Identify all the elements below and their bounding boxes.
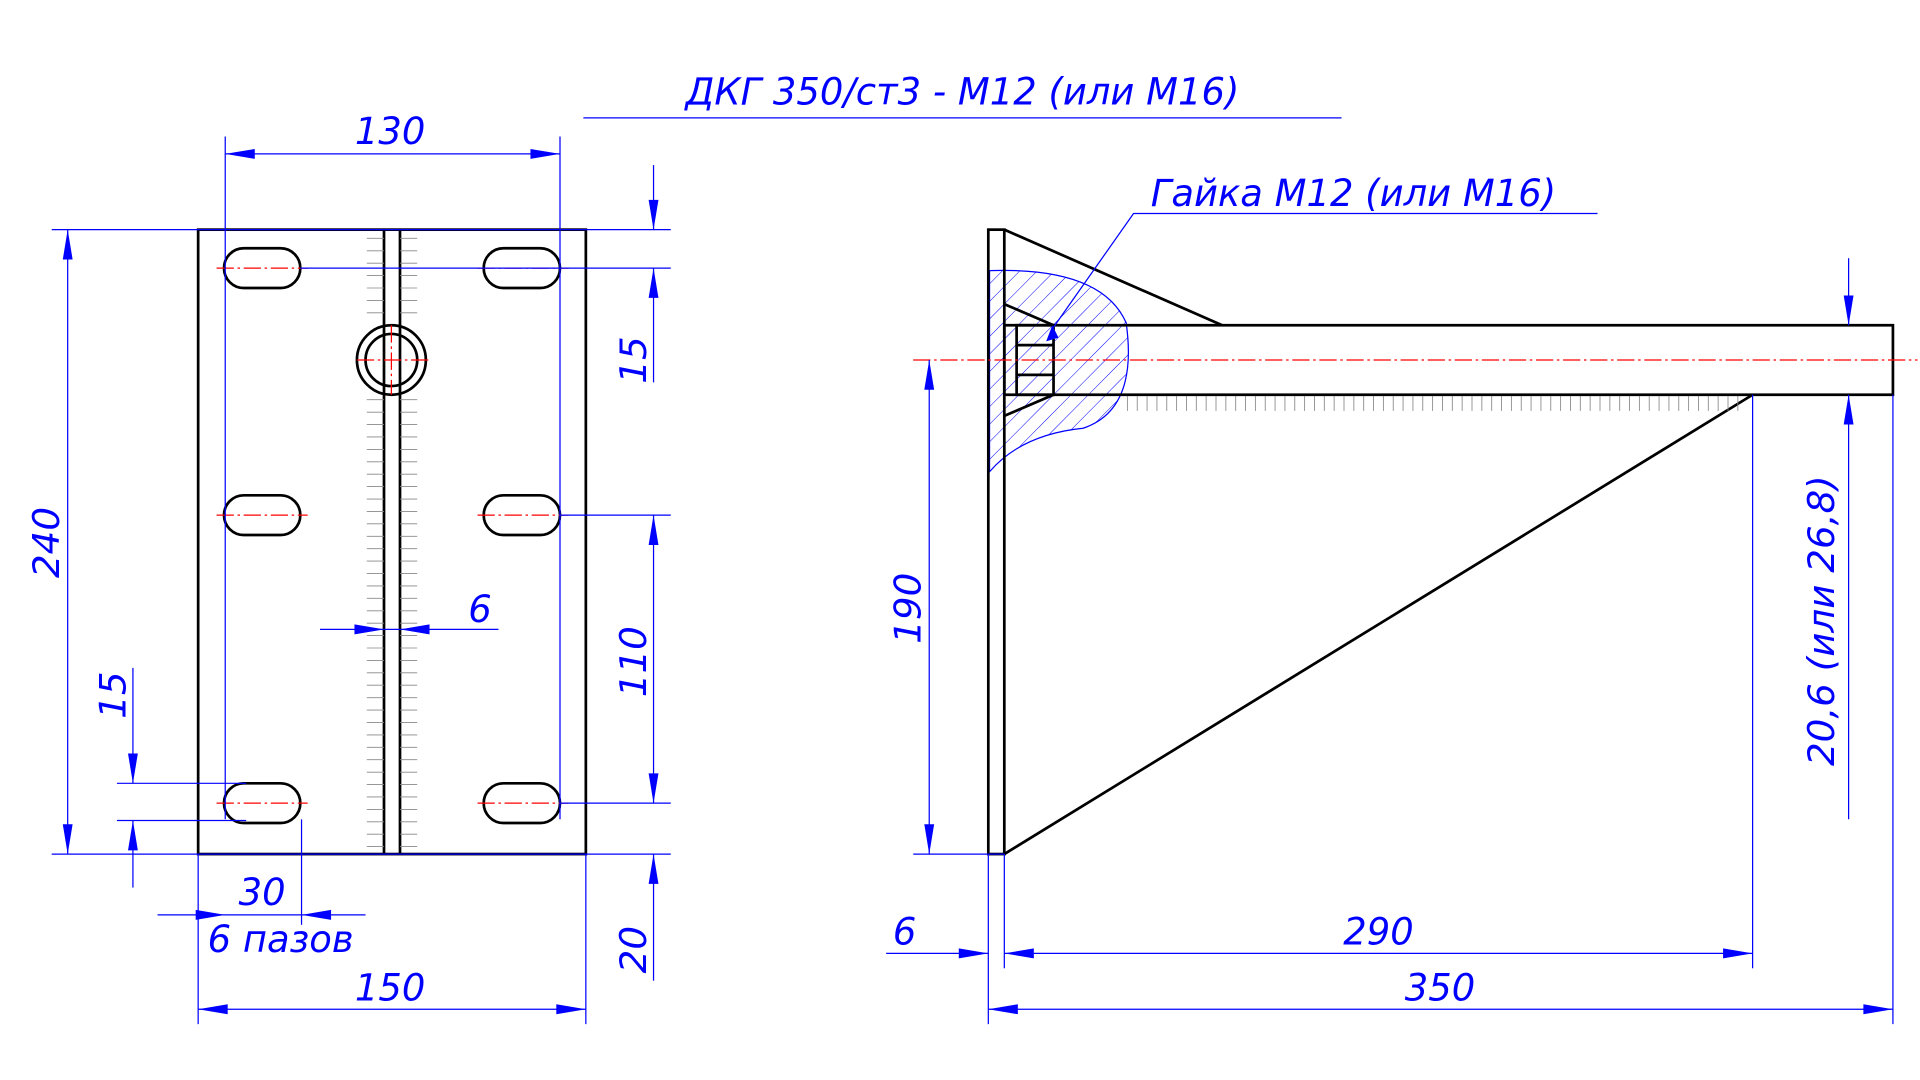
- nut-callout: Гайка М12 (или М16): [1151, 172, 1556, 215]
- nut-leader-line: [1051, 212, 1598, 330]
- base-plate-outline: [196, 228, 588, 856]
- dim-20: 20: [612, 926, 655, 973]
- dim-110: 110: [612, 626, 655, 697]
- bottom-gusset: [1003, 393, 1754, 856]
- dim-15-top: 15: [612, 336, 655, 383]
- slot: [222, 781, 302, 825]
- drawing-title: ДКГ 350/ст3 - М12 (или М16): [583, 70, 1342, 119]
- front-view: 130 240 15 110 20 15 6 30 6 пазов 150: [25, 110, 671, 1025]
- weld-ticks: [1126, 396, 1739, 411]
- dimension-arrows: [924, 295, 1893, 1015]
- dimension-lines: [51, 136, 671, 1025]
- dim-6-weld: 6: [468, 588, 491, 631]
- slots-note: 6 пазов: [208, 918, 354, 961]
- dim-rod-diameter: 20,6 (или 26,8): [1800, 475, 1843, 766]
- dim-15-slot: 15: [92, 671, 135, 718]
- dim-190: 190: [887, 573, 930, 644]
- slot: [222, 246, 302, 290]
- top-gusset: [1003, 228, 1223, 327]
- slot: [222, 493, 302, 537]
- title-text: ДКГ 350/ст3 - М12 (или М16): [684, 70, 1240, 113]
- gusset-edge: [1003, 302, 1055, 327]
- dim-30: 30: [239, 871, 286, 914]
- weld-ticks: [366, 237, 418, 848]
- dim-350: 350: [1405, 966, 1475, 1009]
- dim-240: 240: [25, 507, 68, 578]
- dim-6-plate: 6: [893, 911, 916, 954]
- gusset-edge: [1003, 393, 1055, 418]
- dim-150: 150: [355, 966, 425, 1009]
- dim-290: 290: [1343, 911, 1413, 954]
- dimension-lines: [886, 212, 1894, 1025]
- section-hatch: [988, 269, 1129, 474]
- dimension-arrows: [62, 148, 659, 1015]
- dim-130: 130: [355, 110, 425, 153]
- side-view: Гайка М12 (или М16) 190 20,6 (или 26,8) …: [886, 172, 1918, 1025]
